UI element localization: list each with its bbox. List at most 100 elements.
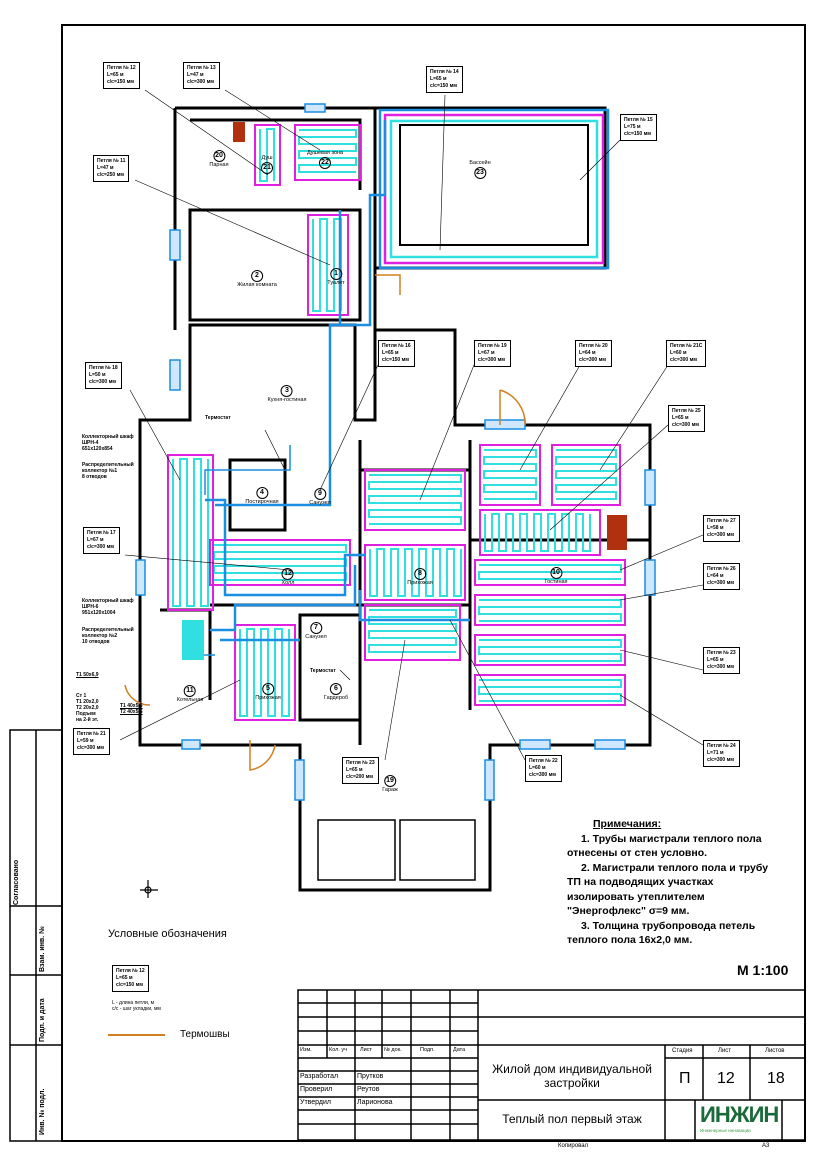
heating-loop-pipe bbox=[484, 513, 591, 552]
note-line: 1. Трубы магистрали теплого пола bbox=[581, 832, 762, 845]
heating-loop-pipe bbox=[213, 544, 347, 581]
doors bbox=[124, 274, 526, 771]
note-line: "Энергофлекс" σ=9 мм. bbox=[567, 905, 690, 917]
header-izm: Изм. bbox=[300, 1047, 312, 1053]
header-date: Дата bbox=[453, 1047, 466, 1053]
loop-outline bbox=[254, 124, 281, 186]
note-line: 2. Магистрали теплого пола и трубу bbox=[581, 861, 769, 874]
heating-loop-pipe bbox=[312, 218, 342, 312]
name-checked: Реутов bbox=[357, 1086, 380, 1093]
project-title: Жилой дом индивидуальной застройки bbox=[492, 1062, 652, 1090]
stage-value: П bbox=[679, 1070, 691, 1087]
loop-outline bbox=[307, 214, 349, 316]
name-approved: Ларионова bbox=[357, 1099, 393, 1106]
sheet-title: Теплый пол первый этаж bbox=[502, 1112, 642, 1126]
sheet-label: Лист bbox=[718, 1048, 732, 1054]
pool-perimeter-loop bbox=[378, 108, 610, 270]
stamp-agreed: Согласовано bbox=[13, 859, 20, 905]
thermostat-label-2: Термостат bbox=[310, 668, 336, 674]
title-block-grid bbox=[297, 989, 806, 1141]
heating-loop-pipe bbox=[369, 548, 462, 597]
heating-loop-pipe bbox=[239, 628, 290, 717]
loop-outline bbox=[294, 124, 361, 181]
loop-outline bbox=[167, 454, 214, 611]
loop-outline bbox=[364, 544, 466, 601]
thermostat-label-1: Термостат bbox=[205, 415, 231, 421]
note-line: отнесены от стен условно. bbox=[567, 847, 708, 859]
header-kol: Кол. уч bbox=[329, 1047, 348, 1053]
notes-block: Примечания: 1. Трубы магистрали теплого … bbox=[567, 817, 768, 948]
loop-outline bbox=[234, 624, 296, 721]
loop-outline bbox=[474, 634, 626, 666]
role-approved: Утвердил bbox=[300, 1099, 331, 1106]
name-developed: Прутков bbox=[357, 1073, 384, 1080]
heating-loop-pipe bbox=[368, 609, 457, 653]
sauna-stove bbox=[233, 122, 245, 142]
sheets-label: Листов bbox=[765, 1048, 785, 1054]
header-sign: Подп. bbox=[420, 1047, 435, 1053]
pool-perimeter-loop bbox=[389, 119, 599, 259]
note-line: ТП на подводящих участках bbox=[567, 876, 714, 888]
notes-title: Примечания: bbox=[593, 818, 662, 830]
loop-outline bbox=[364, 469, 466, 531]
heating-loop-pipe bbox=[259, 128, 275, 182]
stamp-replace-inv: Взам. инв. № bbox=[39, 926, 46, 972]
loop-outline bbox=[474, 674, 626, 706]
manifold-2-cabinet bbox=[182, 620, 204, 660]
paper-format: А3 bbox=[762, 1143, 770, 1149]
loop-outline bbox=[551, 444, 621, 506]
loop-outline bbox=[479, 444, 541, 506]
legend-title: Условные обозначения bbox=[108, 928, 227, 940]
loop-outline bbox=[474, 594, 626, 626]
pool-perimeter-loop bbox=[383, 113, 605, 265]
stamp-sign-date: Подп. и дата bbox=[39, 998, 46, 1042]
loop-outline bbox=[479, 509, 601, 556]
north-arrow-icon bbox=[140, 880, 158, 898]
role-developed: Разработал bbox=[300, 1073, 339, 1080]
heating-loop-pipe bbox=[555, 449, 617, 500]
heating-loop-pipe bbox=[172, 458, 209, 607]
drawing-scale: М 1:100 bbox=[737, 962, 789, 978]
leader-lines bbox=[119, 89, 704, 761]
heating-loop-pipe bbox=[478, 599, 622, 622]
heating-loop-pipe bbox=[368, 474, 462, 525]
header-doc: № док. bbox=[384, 1047, 402, 1053]
